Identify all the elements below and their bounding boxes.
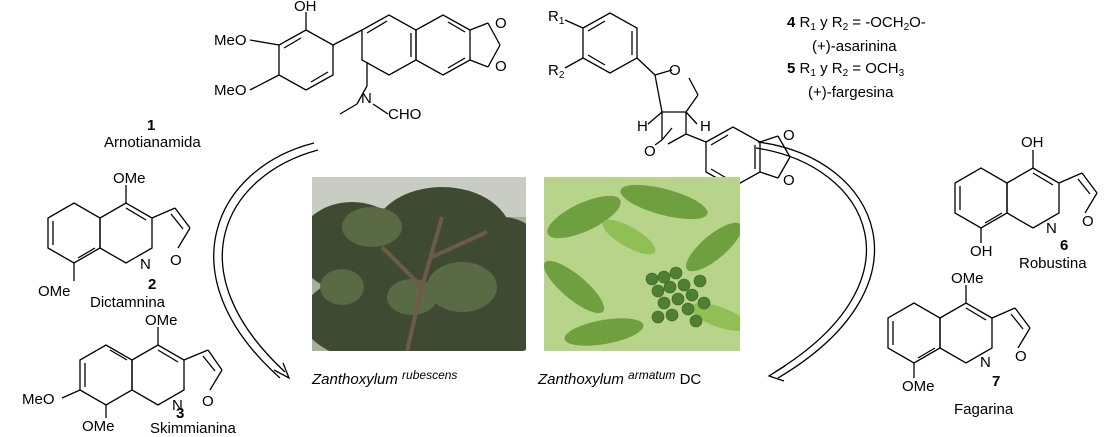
atom-n-2: N xyxy=(140,256,151,273)
atom-o-lignan-a: O xyxy=(669,62,681,79)
atom-meo-1a: MeO xyxy=(214,32,247,49)
compound-name-4: (+)-asarinina xyxy=(812,38,897,55)
compound-number-2: 2 xyxy=(148,276,157,293)
atom-o-lignan-c: O xyxy=(783,127,795,144)
bond-lines xyxy=(47,12,1098,418)
atom-ome-7a: OMe xyxy=(951,270,984,287)
atom-meo-1b: MeO xyxy=(214,82,247,99)
atom-h-lignan-a: H xyxy=(637,118,648,135)
structure-1 xyxy=(249,12,501,115)
atom-oh-6a: OH xyxy=(1021,134,1044,151)
structure-2 xyxy=(47,185,191,281)
caption-zanthoxylum-armatum: Zanthoxylum armatum DC xyxy=(538,368,702,388)
atom-o-1b: O xyxy=(495,58,507,75)
structure-4-5 xyxy=(564,12,791,188)
compound-name-3: Skimmianina xyxy=(150,420,236,437)
atom-ome-3b: OMe xyxy=(82,418,115,435)
atom-cho-1: CHO xyxy=(388,106,422,123)
atom-o-lignan-d: O xyxy=(783,172,795,189)
atom-o-2: O xyxy=(170,252,182,269)
atom-ome-2b: OMe xyxy=(38,283,71,300)
structure-3 xyxy=(61,327,223,418)
lignan-definition-4: 4 R1 y R2 = -OCH2O- xyxy=(787,14,926,33)
compound-name-1: Arnotianamida xyxy=(104,134,201,151)
caption-zanthoxylum-rubescens: Zanthoxylum rubescens xyxy=(312,368,458,388)
atom-ome-3a: OMe xyxy=(145,312,178,329)
compound-name-2: Dictamnina xyxy=(90,294,166,311)
compound-name-7: Fagarina xyxy=(954,401,1014,418)
photo-zanthoxylum-rubescens xyxy=(312,177,526,351)
atom-o-6: O xyxy=(1082,213,1094,230)
atom-n-3: N xyxy=(172,397,183,414)
atom-o-3: O xyxy=(202,393,214,410)
atom-ome-2a: OMe xyxy=(113,170,146,187)
atom-o-7: O xyxy=(1015,348,1027,365)
atom-o-lignan-b: O xyxy=(644,143,656,160)
atom-o-1a: O xyxy=(495,15,507,32)
atom-meo-3: MeO xyxy=(22,391,55,408)
atom-n-7: N xyxy=(980,354,991,371)
compound-name-6: Robustina xyxy=(1019,255,1087,272)
structure-7 xyxy=(887,285,1031,378)
structure-6 xyxy=(954,150,1098,243)
atom-oh-6b: OH xyxy=(970,243,993,260)
compound-number-7: 7 xyxy=(992,373,1001,390)
atom-r2: R2 xyxy=(548,62,565,81)
arrow-left xyxy=(213,142,319,380)
atom-ome-7b: OMe xyxy=(902,378,935,395)
compound-number-6: 6 xyxy=(1060,237,1069,254)
compound-name-5: (+)-fargesina xyxy=(808,84,894,101)
lignan-definition-5: 5 R1 y R2 = OCH3 xyxy=(787,60,905,79)
arrow-right xyxy=(755,141,875,382)
compound-number-1: 1 xyxy=(147,117,156,134)
compound-number-3: 3 xyxy=(176,405,185,422)
atom-n-6: N xyxy=(1046,220,1057,237)
photo-zanthoxylum-armatum xyxy=(544,177,740,351)
atom-n-1: N xyxy=(361,90,372,107)
atom-r1: R1 xyxy=(548,8,565,27)
atom-oh-1: OH xyxy=(294,0,317,15)
atom-h-lignan-b: H xyxy=(700,118,711,135)
